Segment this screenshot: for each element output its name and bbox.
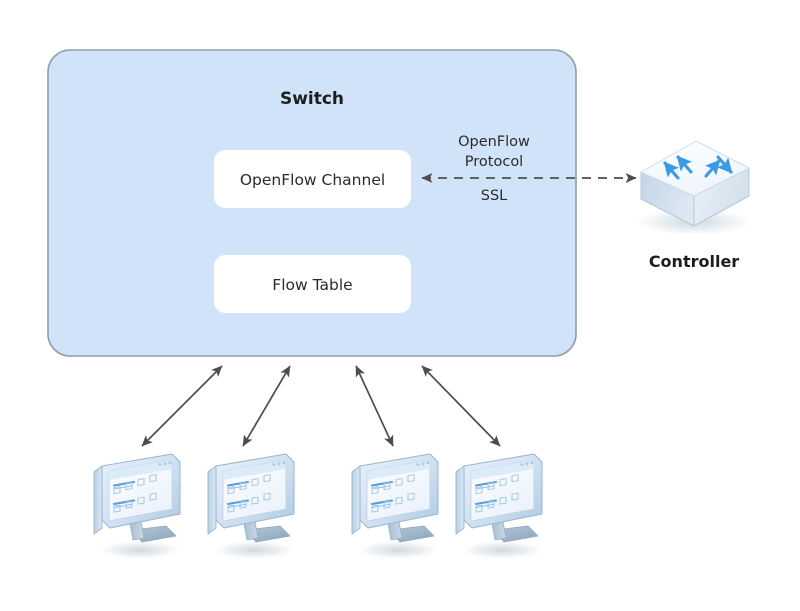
openflow-protocol-link[interactable]: OpenFlow Protocol SSL [421, 134, 637, 204]
flow-table-box[interactable]: Flow Table [214, 255, 411, 313]
host-link-arrow-3[interactable] [355, 365, 394, 447]
protocol-label-ssl: SSL [481, 188, 508, 204]
host-monitors [92, 452, 544, 560]
protocol-label-line2: Protocol [465, 154, 523, 170]
switch-title: Switch [280, 89, 344, 109]
controller-node[interactable]: Controller [636, 140, 752, 271]
network-switch-3d-icon [640, 140, 750, 227]
host-monitor-4[interactable] [454, 452, 544, 560]
host-monitor-3[interactable] [350, 452, 440, 560]
flow-table-rect [214, 255, 411, 313]
host-link-arrow-2[interactable] [242, 365, 291, 447]
host-link-arrow-4[interactable] [421, 365, 501, 447]
flow-table-label: Flow Table [272, 276, 352, 294]
host-link-arrows [141, 365, 501, 447]
openflow-channel-rect [214, 150, 411, 208]
controller-label: Controller [649, 252, 739, 271]
openflow-channel-box[interactable]: OpenFlow Channel [214, 150, 411, 208]
host-monitor-2[interactable] [206, 452, 296, 560]
protocol-label-line1: OpenFlow [458, 134, 530, 150]
openflow-channel-label: OpenFlow Channel [240, 171, 385, 189]
host-link-arrow-1[interactable] [141, 365, 223, 447]
host-monitor-1[interactable] [92, 452, 182, 560]
